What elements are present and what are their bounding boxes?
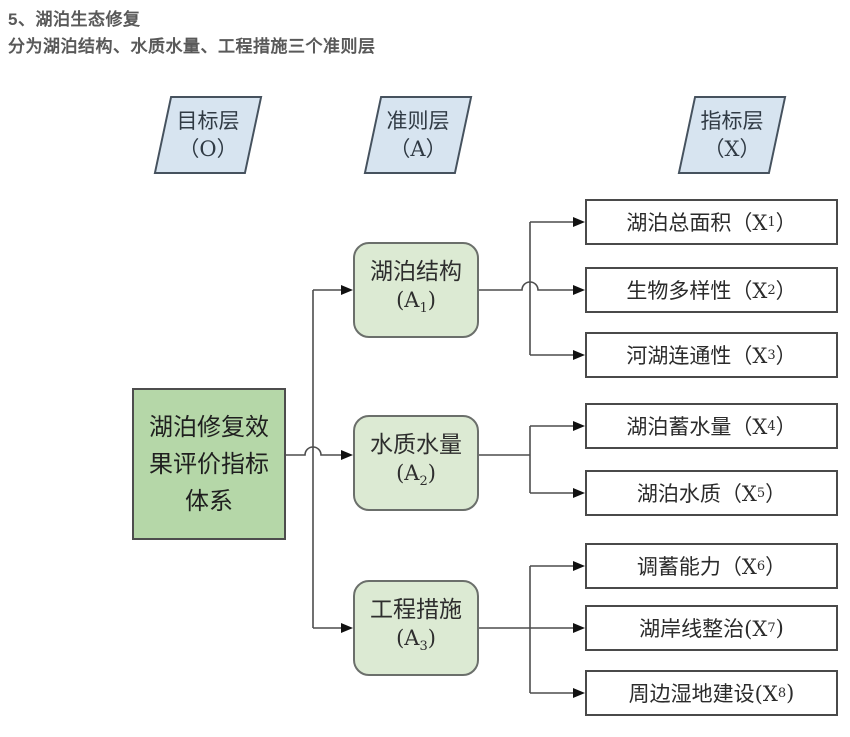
indicator-text: 调蓄能力（X: [636, 555, 757, 579]
indicator-text: 湖泊总面积（X: [626, 211, 768, 235]
indicator-post: ）: [775, 344, 797, 368]
code-sub: 2: [419, 474, 428, 490]
indicator-text: 生物多样性（X: [626, 279, 768, 303]
code-post: ): [427, 461, 436, 486]
indicator-post: ): [775, 616, 784, 640]
indicator-text: 周边湿地建设(X: [628, 682, 778, 706]
criterion-code: (A3): [396, 625, 436, 660]
indicator-post: ）: [775, 279, 797, 303]
indicator-sub: 8: [777, 685, 787, 701]
layer-tag-target: 目标层 （O）: [153, 96, 263, 174]
goal-box: 湖泊修复效果评价指标体系: [132, 388, 286, 540]
indicator-sub: 2: [767, 282, 776, 298]
indicator-sub: 1: [767, 214, 776, 230]
indicator-post: ）: [775, 415, 797, 439]
indicator-text: 湖泊蓄水量（X: [626, 415, 768, 439]
indicator-post: ）: [765, 482, 787, 506]
indicator-text: 湖泊水质（X: [636, 482, 757, 506]
page-subtitle: 分为湖泊结构、水质水量、工程措施三个准则层: [8, 37, 376, 56]
indicator-post: ): [786, 681, 795, 705]
layer-tag-name: 指标层: [700, 109, 764, 133]
criterion-code: (A1): [396, 287, 436, 322]
layer-tag-code: （A）: [389, 137, 447, 161]
indicator-text: 湖岸线整治(X: [639, 617, 768, 641]
criterion-label: 水质水量: [370, 432, 462, 459]
code-sub: 3: [419, 639, 428, 655]
criterion-label: 湖泊结构: [370, 259, 462, 286]
indicator-post: ）: [765, 555, 787, 579]
indicator-sub: 6: [756, 558, 766, 574]
code-post: ): [427, 626, 436, 651]
goal-text: 湖泊修复效果评价指标体系: [149, 412, 269, 515]
layer-tag-name: 目标层: [176, 109, 240, 133]
layer-tag-code: （O）: [178, 137, 238, 161]
layer-tag-name: 准则层: [386, 109, 450, 133]
layer-tag-code: （X）: [703, 137, 761, 161]
indicator-sub: 5: [756, 485, 766, 501]
criterion-code: (A2): [396, 460, 436, 495]
criterion-box-a3: 工程措施 (A3): [353, 580, 479, 676]
code-sub: 1: [419, 301, 428, 317]
layer-tag-criterion: 准则层 （A）: [363, 96, 473, 174]
code-pre: (A: [396, 626, 420, 651]
indicator-sub: 7: [767, 620, 776, 636]
indicator-post: ）: [775, 211, 797, 235]
layer-tag-indicator: 指标层 （X）: [677, 96, 787, 174]
page-title: 5、湖泊生态修复: [8, 10, 141, 29]
indicator-text: 河湖连通性（X: [626, 344, 768, 368]
criterion-box-a2: 水质水量 (A2): [353, 415, 479, 511]
criterion-box-a1: 湖泊结构 (A1): [353, 242, 479, 338]
code-pre: (A: [396, 288, 420, 313]
indicator-sub: 3: [767, 347, 776, 363]
indicator-sub: 4: [767, 418, 776, 434]
code-post: ): [427, 288, 436, 313]
criterion-label: 工程措施: [370, 597, 462, 624]
code-pre: (A: [396, 461, 420, 486]
